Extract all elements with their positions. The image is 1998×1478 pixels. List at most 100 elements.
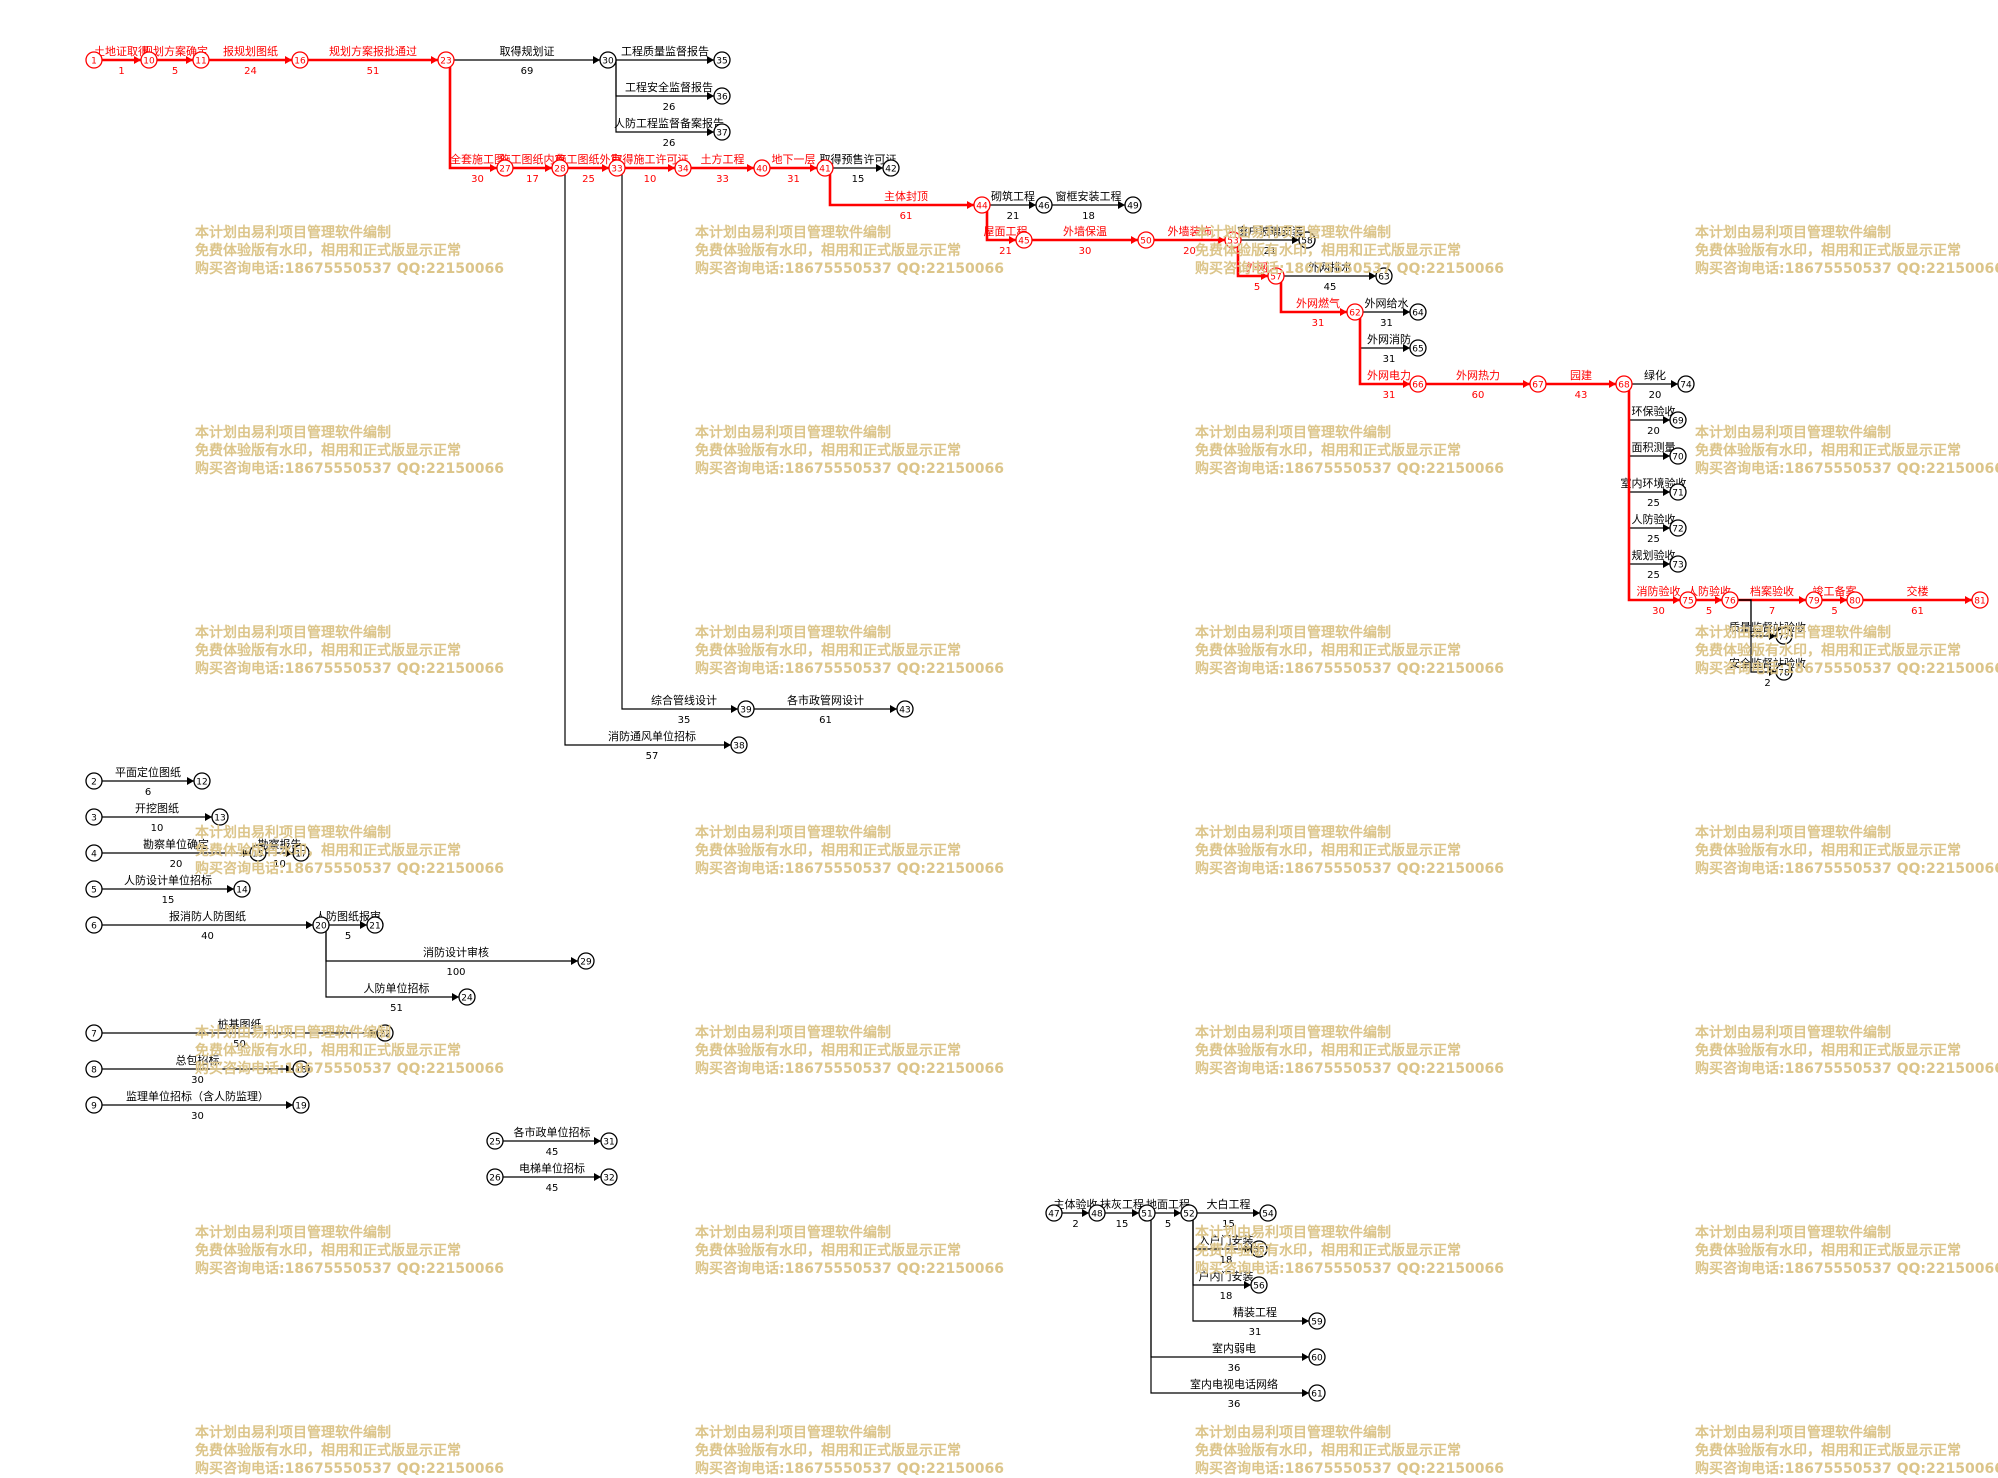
activity-label: 工程质量监督报告 — [621, 44, 709, 58]
event-node-circle — [1224, 231, 1242, 249]
event-node-number: 49 — [1127, 202, 1139, 212]
arrowhead — [1302, 1353, 1309, 1361]
activity-label: 土方工程 — [701, 152, 745, 166]
event-node-73: 73 — [1669, 555, 1687, 573]
watermark-line3: 购买咨询电话:18675550537 QQ:22150066 — [695, 1261, 1004, 1277]
activity-label: 竣工备案 — [1813, 584, 1857, 598]
event-node-number: 63 — [1378, 273, 1389, 283]
activity-duration: 43 — [1575, 390, 1588, 401]
activity-duration: 45 — [546, 1183, 559, 1194]
activity-label: 总包招标 — [176, 1053, 220, 1067]
activity-duration: 45 — [1324, 282, 1337, 293]
event-node-48: 48 — [1088, 1204, 1106, 1222]
watermark-line1: 本计划由易利项目管理软件编制 — [695, 1225, 891, 1241]
event-node-number: 14 — [236, 886, 248, 896]
event-node-12: 12 — [193, 772, 211, 790]
event-node-number: 43 — [899, 706, 910, 716]
activity-duration: 25 — [582, 174, 595, 185]
event-node-39: 39 — [737, 700, 755, 718]
activity-label: 砌筑工程 — [991, 189, 1035, 203]
watermark-line2: 免费体验版有水印，相用和正式版显示正常 — [195, 1443, 461, 1459]
activity-duration: 31 — [1383, 390, 1396, 401]
event-node-circle — [1308, 1384, 1326, 1402]
event-node-circle — [1298, 231, 1316, 249]
activity-label: 勘察报告 — [258, 837, 302, 851]
arrowhead — [810, 164, 817, 172]
event-node-number: 25 — [489, 1138, 500, 1148]
activity-duration: 45 — [546, 1147, 559, 1158]
watermark-line1: 本计划由易利项目管理软件编制 — [1195, 1025, 1391, 1041]
event-node-circle — [1529, 375, 1547, 393]
watermark-block: 本计划由易利项目管理软件编制免费体验版有水印，相用和正式版显示正常购买咨询电话:… — [1695, 824, 1998, 878]
activity-label: 全套施工图 — [450, 152, 505, 166]
event-node-number: 34 — [677, 165, 689, 175]
arrowhead — [431, 56, 438, 64]
event-node-58: 58 — [1298, 231, 1316, 249]
arrowhead — [187, 777, 194, 785]
watermark-line3: 购买咨询电话:18675550537 QQ:22150066 — [195, 861, 504, 877]
activity-label: 档案验收 — [1750, 584, 1794, 598]
activity-label: 开挖图纸 — [135, 801, 179, 815]
activity-arrow-line — [325, 925, 459, 998]
arrowhead — [731, 705, 738, 713]
event-node-10: 10 — [140, 51, 158, 69]
arrowhead — [1403, 344, 1410, 352]
activity-duration: 33 — [716, 174, 729, 185]
event-node-circle — [816, 159, 834, 177]
watermark-line3: 购买咨询电话:18675550537 QQ:22150066 — [1195, 861, 1504, 877]
event-node-56: 56 — [1250, 1276, 1268, 1294]
event-node-circle — [1409, 339, 1427, 357]
watermark-line1: 本计划由易利项目管理软件编制 — [1195, 225, 1391, 241]
activity-arrow-line — [1627, 384, 1680, 602]
event-node-circle — [1137, 231, 1155, 249]
event-node-52: 52 — [1180, 1204, 1198, 1222]
arrowhead — [668, 164, 675, 172]
event-node-circle — [674, 159, 692, 177]
event-node-number: 13 — [214, 814, 225, 824]
arrowhead — [545, 164, 552, 172]
watermark-line2: 免费体验版有水印，相用和正式版显示正常 — [195, 843, 461, 859]
event-node-number: 57 — [1270, 273, 1281, 283]
event-node-4: 4 — [85, 844, 103, 862]
watermark-block: 本计划由易利项目管理软件编制免费体验版有水印，相用和正式版显示正常购买咨询电话:… — [1195, 624, 1504, 678]
activity-arrow-line — [448, 60, 497, 170]
event-node-number: 30 — [602, 57, 614, 67]
event-node-number: 71 — [1672, 489, 1683, 499]
watermark-line1: 本计划由易利项目管理软件编制 — [1695, 1425, 1891, 1441]
arrowhead — [1671, 380, 1678, 388]
event-node-number: 9 — [91, 1102, 97, 1112]
activity-label: 规划验收 — [1632, 548, 1676, 562]
event-node-36: 36 — [713, 87, 731, 105]
watermark-line1: 本计划由易利项目管理软件编制 — [195, 1225, 391, 1241]
event-node-44: 44 — [973, 196, 991, 214]
event-node-circle — [85, 808, 103, 826]
event-node-number: 69 — [1672, 417, 1684, 427]
event-node-54: 54 — [1259, 1204, 1277, 1222]
event-node-number: 76 — [1724, 597, 1736, 607]
watermark-line2: 免费体验版有水印，相用和正式版显示正常 — [195, 243, 461, 259]
watermark-line2: 免费体验版有水印，相用和正式版显示正常 — [1195, 643, 1461, 659]
event-node-40: 40 — [753, 159, 771, 177]
watermark-line1: 本计划由易利项目管理软件编制 — [1695, 1025, 1891, 1041]
event-node-68: 68 — [1615, 375, 1633, 393]
watermark-line2: 免费体验版有水印，相用和正式版显示正常 — [695, 1443, 961, 1459]
activity-arrow-line — [564, 168, 731, 746]
watermark-line3: 购买咨询电话:18675550537 QQ:22150066 — [1195, 1061, 1504, 1077]
watermark-line3: 购买咨询电话:18675550537 QQ:22150066 — [1195, 1261, 1504, 1277]
activity-label: 地面工程 — [1146, 1198, 1190, 1211]
event-node-number: 28 — [554, 165, 566, 175]
event-node-number: 72 — [1672, 525, 1683, 535]
event-node-number: 22 — [379, 1030, 390, 1040]
watermark-line1: 本计划由易利项目管理软件编制 — [195, 625, 391, 641]
arrowhead — [1663, 452, 1670, 460]
